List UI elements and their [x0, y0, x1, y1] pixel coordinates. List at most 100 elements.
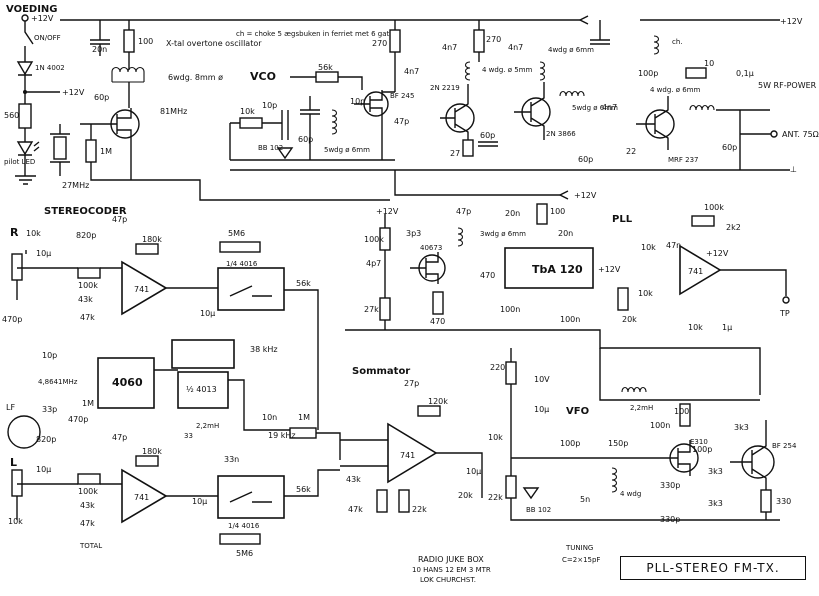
credit-line1: RADIO JUKE BOX	[418, 555, 484, 564]
rf-c01u: 0,1µ	[736, 69, 754, 78]
pll-r27k: 27k	[364, 305, 379, 314]
resistor-10-icon	[685, 67, 707, 79]
pll-c4p7: 4p7	[366, 259, 381, 268]
resistor-pll-100k-b-icon	[691, 215, 715, 227]
vco-c10p-b: 10p	[350, 97, 365, 106]
rf-r270: 270	[486, 35, 501, 44]
antenna-terminal-icon	[770, 130, 778, 138]
pll-r100k-b: 100k	[704, 203, 724, 212]
pll-r10k-b: 10k	[638, 289, 653, 298]
vfo-r100: 100	[674, 407, 689, 416]
supply-diode: 1N 4002	[35, 64, 65, 72]
supply-led: pilot LED	[4, 158, 35, 166]
resistor-20k-icon	[617, 287, 629, 311]
supply-header: VOEDING	[6, 4, 58, 15]
stereo-ind: 2,2mH	[196, 422, 219, 430]
rf-r22: 22	[626, 147, 636, 156]
vco-header: VCO	[250, 70, 276, 83]
resistor-1m-icon	[85, 139, 97, 163]
stereo-c47p-b: 47p	[112, 433, 127, 442]
credit-line3: LOK CHURCHST.	[420, 576, 476, 584]
pll-r10k-c: 10k	[688, 323, 703, 332]
resistor-270-icon	[389, 29, 401, 53]
rf-c4n7-b: 4n7	[508, 43, 523, 52]
vfo-varicap-icon	[522, 487, 540, 500]
vfo-r22k: 22k	[488, 493, 503, 502]
stereo-r100k-b: 100k	[78, 487, 98, 496]
pll-opamp-icon	[679, 244, 722, 296]
stereo-opamp-b-icon	[121, 468, 168, 524]
resistor-vfo-22k-icon	[505, 475, 517, 499]
resistor-27k-icon	[379, 297, 391, 321]
vfo-tuning-c: C=2×15pF	[562, 556, 600, 564]
led-icon	[16, 141, 34, 156]
vfo-zener: 10V	[534, 375, 550, 384]
stereo-total: TOTAL	[79, 542, 102, 550]
vfo-c100p-b: 100p	[692, 445, 712, 454]
stereo-r180k-b: 180k	[142, 447, 162, 456]
stereocoder-section: STEREOCODER R 10k 10µ 820p 47p 180k 100k…	[2, 206, 341, 558]
stereo-sw-a: 1/4 4016	[226, 260, 258, 268]
resistor-5m6-b-icon	[219, 533, 261, 545]
tba120-ic	[504, 247, 594, 289]
xtal-crystal-freq: 27MHz	[62, 181, 89, 190]
xtal-title: X-tal overtone oscillator	[166, 39, 262, 48]
pll-c100n-a: 100n	[500, 305, 520, 314]
resistor-100k-a-icon	[77, 267, 101, 279]
sum-r22k: 22k	[412, 505, 427, 514]
pll-c1u: 1µ	[722, 323, 732, 332]
stereo-c4060: 4060	[112, 376, 143, 389]
rf-q3: MRF 237	[668, 156, 699, 164]
xtal-c20n: 20n	[92, 45, 107, 54]
pll-c20n-a: 20n	[505, 209, 520, 218]
tp-terminal-icon	[782, 296, 790, 304]
pll-fet: 40673	[420, 244, 442, 252]
vfo-bjt: BF 254	[772, 442, 797, 450]
vfo-header: VFO	[566, 406, 589, 417]
power-supply-section: VOEDING +12V ON/OFF 1N 4002 +12V 560 pil…	[4, 4, 85, 185]
vfo-fet: E310	[690, 438, 708, 446]
rf-c4n7-c: 4n7	[602, 103, 617, 112]
stereo-r1m-b: 1M	[298, 413, 310, 422]
stereo-r56k-b: 56k	[296, 485, 311, 494]
pll-r10k-a: 10k	[641, 243, 656, 252]
stereo-r180k-a: 180k	[142, 235, 162, 244]
resistor-220-icon	[505, 361, 517, 385]
varicap-icon	[276, 147, 294, 160]
stereo-c10u-a: 10µ	[36, 249, 51, 258]
rf-c100p: 100p	[638, 69, 658, 78]
vfo-coil: 4 wdg	[620, 490, 641, 498]
stereo-c10n: 10n	[262, 413, 277, 422]
vco-varicap: BB 102	[258, 144, 283, 152]
resistor-10k-icon	[239, 117, 263, 129]
stereo-opamp-b: 741	[134, 493, 149, 502]
vfo-ind: 2,2mH	[630, 404, 653, 412]
vfo-section: 220 10V 10µ VFO 2,2mH 100n 100 10k 20k 2…	[458, 348, 797, 564]
vco-r270: 270	[372, 39, 387, 48]
vfo-c10u: 10µ	[534, 405, 549, 414]
resistor-560-icon	[18, 103, 32, 129]
diagram-title: PLL-STEREO FM-TX.	[620, 556, 806, 580]
stereo-c33p: 33p	[42, 405, 57, 414]
vfo-c100p-a: 100p	[560, 439, 580, 448]
sum-header: Sommator	[352, 366, 410, 377]
stereo-c470p-a: 470p	[2, 315, 22, 324]
stereo-4013-frame	[171, 339, 235, 369]
vco-section: VCO ch = choke 5 ægsbuken in ferriet met…	[229, 20, 419, 161]
pll-header: PLL	[612, 214, 633, 225]
vco-note: ch = choke 5 ægsbuken in ferriet met 6 g…	[236, 30, 400, 38]
vco-r56k: 56k	[318, 63, 333, 72]
rf-plus12: +12V	[780, 17, 803, 26]
pot-l-icon	[11, 469, 23, 497]
rf-coil-a: 4 wdg. ø 5mm	[482, 66, 533, 74]
vfo-tuning: TUNING	[565, 544, 593, 552]
stereo-in-l: L	[10, 456, 17, 469]
sum-c10u: 10µ	[466, 467, 481, 476]
rf-c60p-c: 60p	[722, 143, 737, 152]
stereo-xtal-freq: 4,8641MHz	[38, 378, 78, 386]
xtal-coil: 6wdg. 8mm ø	[168, 73, 223, 82]
stereo-switch-b-ic	[217, 475, 285, 519]
stereo-r5m6-a: 5M6	[228, 229, 245, 238]
stereo-c10p: 10p	[42, 351, 57, 360]
